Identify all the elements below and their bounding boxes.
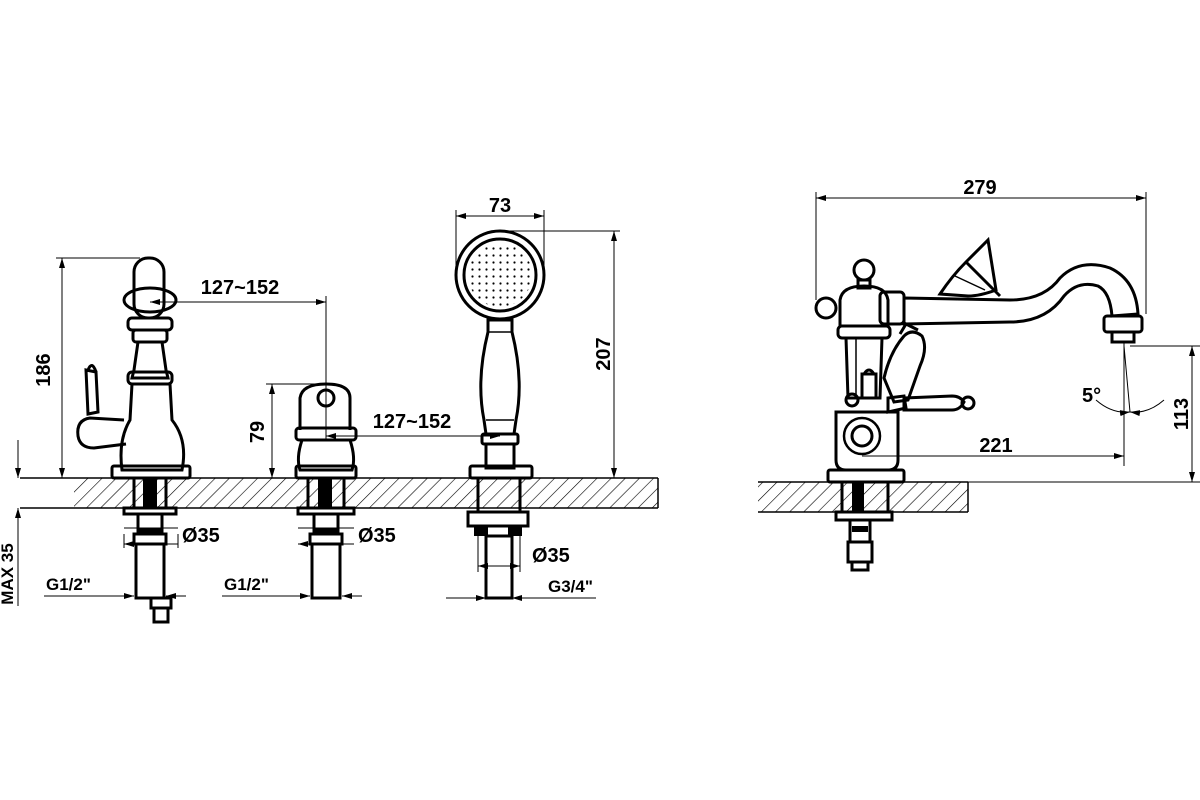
dimension-thread-1: G1/2" [44,575,186,599]
dimension-total-width: 279 [815,177,1147,314]
dimension-handset-width: 73 [455,195,545,275]
angle-label: 5° [1082,385,1101,407]
thread-1-label: G1/2" [46,575,91,594]
thread-2-label: G1/2" [224,575,269,594]
max-thickness-label: MAX 35 [0,543,17,604]
diameter-2-label: Ø35 [358,525,396,547]
dimension-spacing-2: 127~152 [326,411,500,439]
mixer-height-label: 186 [33,353,55,386]
dimension-diameter-2: Ø35 [298,525,396,547]
hand-shower [454,229,546,600]
dimension-handset-height: 207 [500,230,620,478]
dimension-max-thickness: MAX 35 [0,440,21,606]
diameter-3-label: Ø35 [532,545,570,567]
handset-width-label: 73 [489,195,511,217]
dimension-diameter-1: Ø35 [123,525,220,548]
mixer-body [76,256,192,624]
dimension-spout-height: 113 [968,345,1200,483]
dimension-angle: 5° [1082,345,1165,417]
spacing-1-label: 127~152 [201,277,279,299]
dimension-spacing-1: 127~152 [150,277,327,440]
total-width-label: 279 [963,177,996,199]
dimension-thread-3: G3/4" [446,577,596,601]
diameter-1-label: Ø35 [182,525,220,547]
countertop-left [20,477,659,509]
spout-reach-label: 221 [979,435,1012,457]
dimension-mixer-height: 186 [33,257,140,478]
spout-height-label: 113 [1171,398,1193,430]
dimension-thread-2: G1/2" [222,575,362,599]
dimension-diameter-3: Ø35 [477,536,570,572]
handset-height-label: 207 [593,337,615,370]
spacing-2-label: 127~152 [373,411,451,433]
thread-3-label: G3/4" [548,577,593,596]
valve-height-label: 79 [247,421,269,443]
dimension-valve-height: 79 [247,383,320,478]
side-view-faucet [814,236,1144,572]
